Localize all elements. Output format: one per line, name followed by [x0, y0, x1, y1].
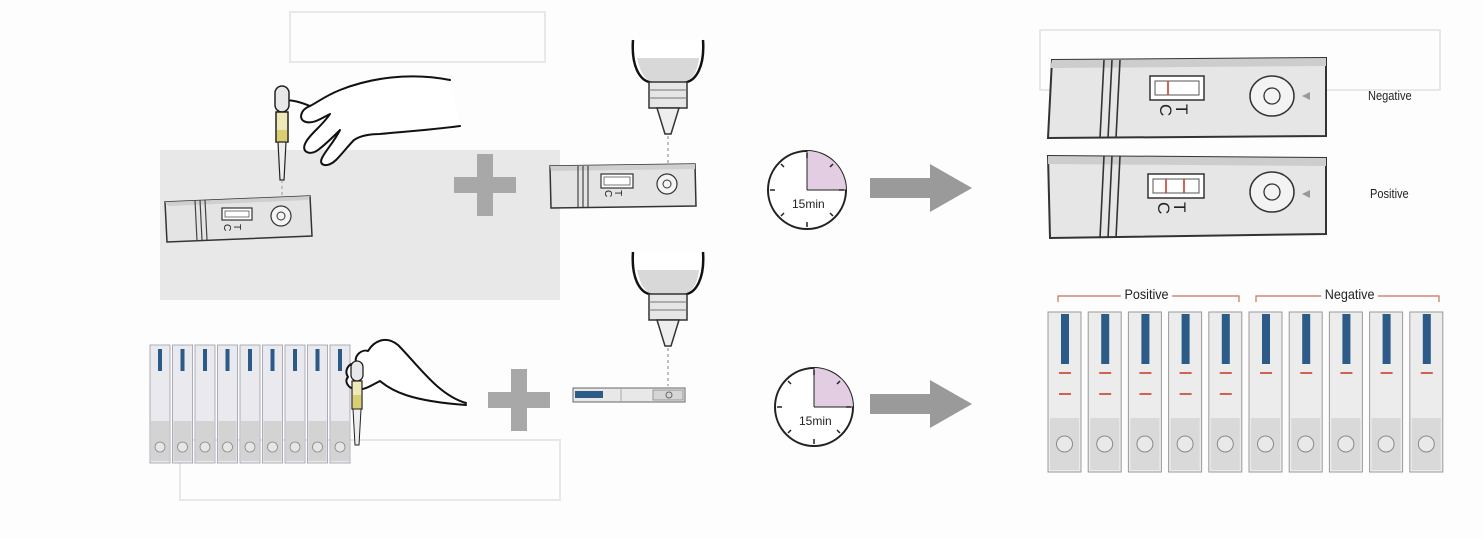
- timer-icon: 15min: [763, 146, 851, 234]
- result-strip-negative: [1410, 312, 1443, 472]
- timer-label: 15min: [799, 414, 832, 428]
- result-cassette-negative: C T: [1040, 52, 1340, 142]
- result-strips: [1044, 310, 1444, 475]
- strip-set: [150, 345, 350, 463]
- cassette-c-label: C: [221, 224, 232, 231]
- result-strip-negative: [1329, 312, 1362, 472]
- hand-icon: [280, 76, 460, 165]
- cassette-icon: [165, 196, 312, 242]
- cassette-t-label: T: [612, 190, 623, 196]
- result-cassette-positive: C T: [1040, 150, 1340, 242]
- strip-icon: [150, 345, 170, 463]
- cassette-icon: [1048, 58, 1326, 138]
- bottle-icon: [633, 40, 704, 166]
- plus-icon: [484, 365, 554, 435]
- hand-icon: [346, 340, 466, 405]
- result-strip-positive: [1209, 312, 1242, 472]
- bottle-icon: [633, 252, 704, 386]
- arrow-icon: [868, 162, 974, 214]
- result-label-positive: Positive: [1370, 186, 1409, 201]
- strip-icon: [218, 345, 238, 463]
- cassette-t-label: T: [231, 224, 242, 230]
- group-label-positive: Positive: [1121, 286, 1172, 302]
- sample-cassette-with-dropper: C T: [150, 50, 480, 250]
- strip-icon: [263, 345, 283, 463]
- result-strip-negative: [1370, 312, 1403, 472]
- strip-icon: [285, 345, 305, 463]
- dropper-icon: [351, 361, 363, 445]
- cassette-icon: [550, 164, 696, 208]
- result-group-brackets: [1044, 286, 1444, 310]
- strip-icon: [308, 345, 328, 463]
- sample-strips-with-dropper: [148, 325, 478, 465]
- cassette-t-label: T: [1172, 104, 1191, 114]
- result-strip-positive: [1088, 312, 1121, 472]
- timer-label: 15min: [792, 197, 825, 211]
- cassette-t-label: T: [1170, 202, 1189, 212]
- strip-icon: [573, 388, 685, 402]
- group-label-negative: Negative: [1321, 286, 1378, 302]
- result-strip-positive: [1048, 312, 1081, 472]
- result-label-negative: Negative: [1368, 88, 1412, 103]
- cassette-icon: [1048, 156, 1326, 238]
- arrow-icon: [868, 378, 974, 430]
- cassette-c-label: C: [602, 190, 613, 197]
- strip-icon: [240, 345, 260, 463]
- strip-icon: [173, 345, 193, 463]
- strip-icon: [330, 345, 350, 463]
- buffer-bottle-with-strip: [565, 250, 705, 420]
- plus-icon: [450, 150, 520, 220]
- result-strip-negative: [1289, 312, 1322, 472]
- result-strip-negative: [1249, 312, 1282, 472]
- dropper-icon: [275, 86, 289, 200]
- timer-icon: 15min: [770, 363, 858, 451]
- buffer-bottle-with-cassette: C T: [545, 38, 715, 218]
- result-strip-positive: [1169, 312, 1202, 472]
- strip-icon: [195, 345, 215, 463]
- result-strip-positive: [1128, 312, 1161, 472]
